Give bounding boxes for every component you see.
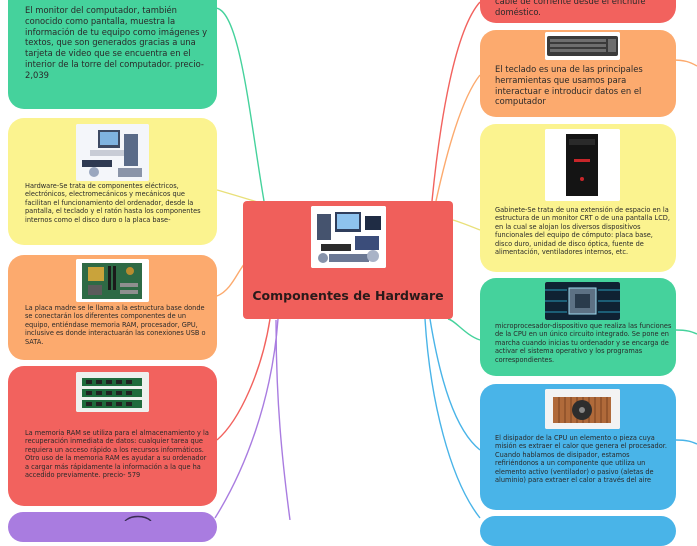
node-heatsink[interactable]: El disipador de la CPU un elemento o pie… bbox=[480, 384, 676, 510]
node-motherboard[interactable]: La placa madre se le llama a la estructu… bbox=[8, 255, 217, 360]
connector-ram bbox=[216, 318, 271, 441]
pc-tower-image bbox=[545, 129, 620, 201]
connector-keyboard bbox=[435, 74, 481, 202]
connector-purple bbox=[214, 318, 279, 519]
node-blue-bottom[interactable] bbox=[480, 516, 676, 546]
connector-power bbox=[431, 1, 481, 202]
node-ram[interactable]: La memoria RAM se utiliza para el almace… bbox=[8, 366, 217, 506]
connector-purple-bottom bbox=[275, 319, 291, 520]
connector-cabinet bbox=[452, 219, 481, 231]
connector-motherboard bbox=[216, 261, 247, 297]
connector-monitor bbox=[214, 7, 265, 202]
connector-heatsink bbox=[429, 318, 481, 451]
connector-blue-bottom bbox=[424, 318, 481, 519]
node-cabinet[interactable]: Gabinete-Se trata de una extensión de es… bbox=[480, 124, 676, 272]
cpu-image bbox=[545, 282, 620, 320]
central-node[interactable]: Componentes de Hardware bbox=[243, 201, 453, 319]
node-cpu[interactable]: microprocesador-dispositivo que realiza … bbox=[480, 278, 676, 376]
node-ram-text: La memoria RAM se utiliza para el almace… bbox=[25, 429, 209, 480]
node-power-text: cable de corriente desde el enchufe domé… bbox=[495, 0, 646, 17]
node-purple[interactable] bbox=[8, 512, 217, 542]
node-heatsink-text: El disipador de la CPU un elemento o pie… bbox=[495, 434, 667, 485]
node-monitor-text: El monitor del computador, también conoc… bbox=[25, 5, 208, 80]
purple-node-image-partial bbox=[124, 515, 152, 521]
node-hardware[interactable]: Hardware-Se trata de componentes eléctri… bbox=[8, 118, 217, 245]
ram-image bbox=[76, 372, 149, 412]
connector-cpu bbox=[447, 318, 481, 341]
node-keyboard-text: El teclado es una de las principales her… bbox=[495, 64, 643, 107]
central-title: Componentes de Hardware bbox=[252, 288, 444, 303]
node-cabinet-text: Gabinete-Se trata de una extensión de es… bbox=[495, 206, 670, 257]
connector-lines bbox=[214, 1, 697, 520]
node-cpu-text: microprocesador-dispositivo que realiza … bbox=[495, 322, 672, 364]
heatsink-image bbox=[545, 389, 620, 429]
keyboard-image bbox=[545, 32, 620, 60]
computer-hardware-image bbox=[76, 124, 149, 181]
node-monitor[interactable]: El monitor del computador, también conoc… bbox=[8, 0, 217, 109]
node-hardware-text: Hardware-Se trata de componentes eléctri… bbox=[25, 182, 201, 224]
connector-right-edge-3 bbox=[675, 439, 697, 445]
node-power[interactable]: cable de corriente desde el enchufe domé… bbox=[480, 0, 676, 23]
node-motherboard-text: La placa madre se le llama a la estructu… bbox=[25, 304, 206, 346]
hardware-components-image bbox=[311, 206, 386, 268]
node-keyboard[interactable]: El teclado es una de las principales her… bbox=[480, 30, 676, 117]
motherboard-image bbox=[76, 259, 149, 302]
connector-right-edge-2 bbox=[675, 329, 697, 335]
